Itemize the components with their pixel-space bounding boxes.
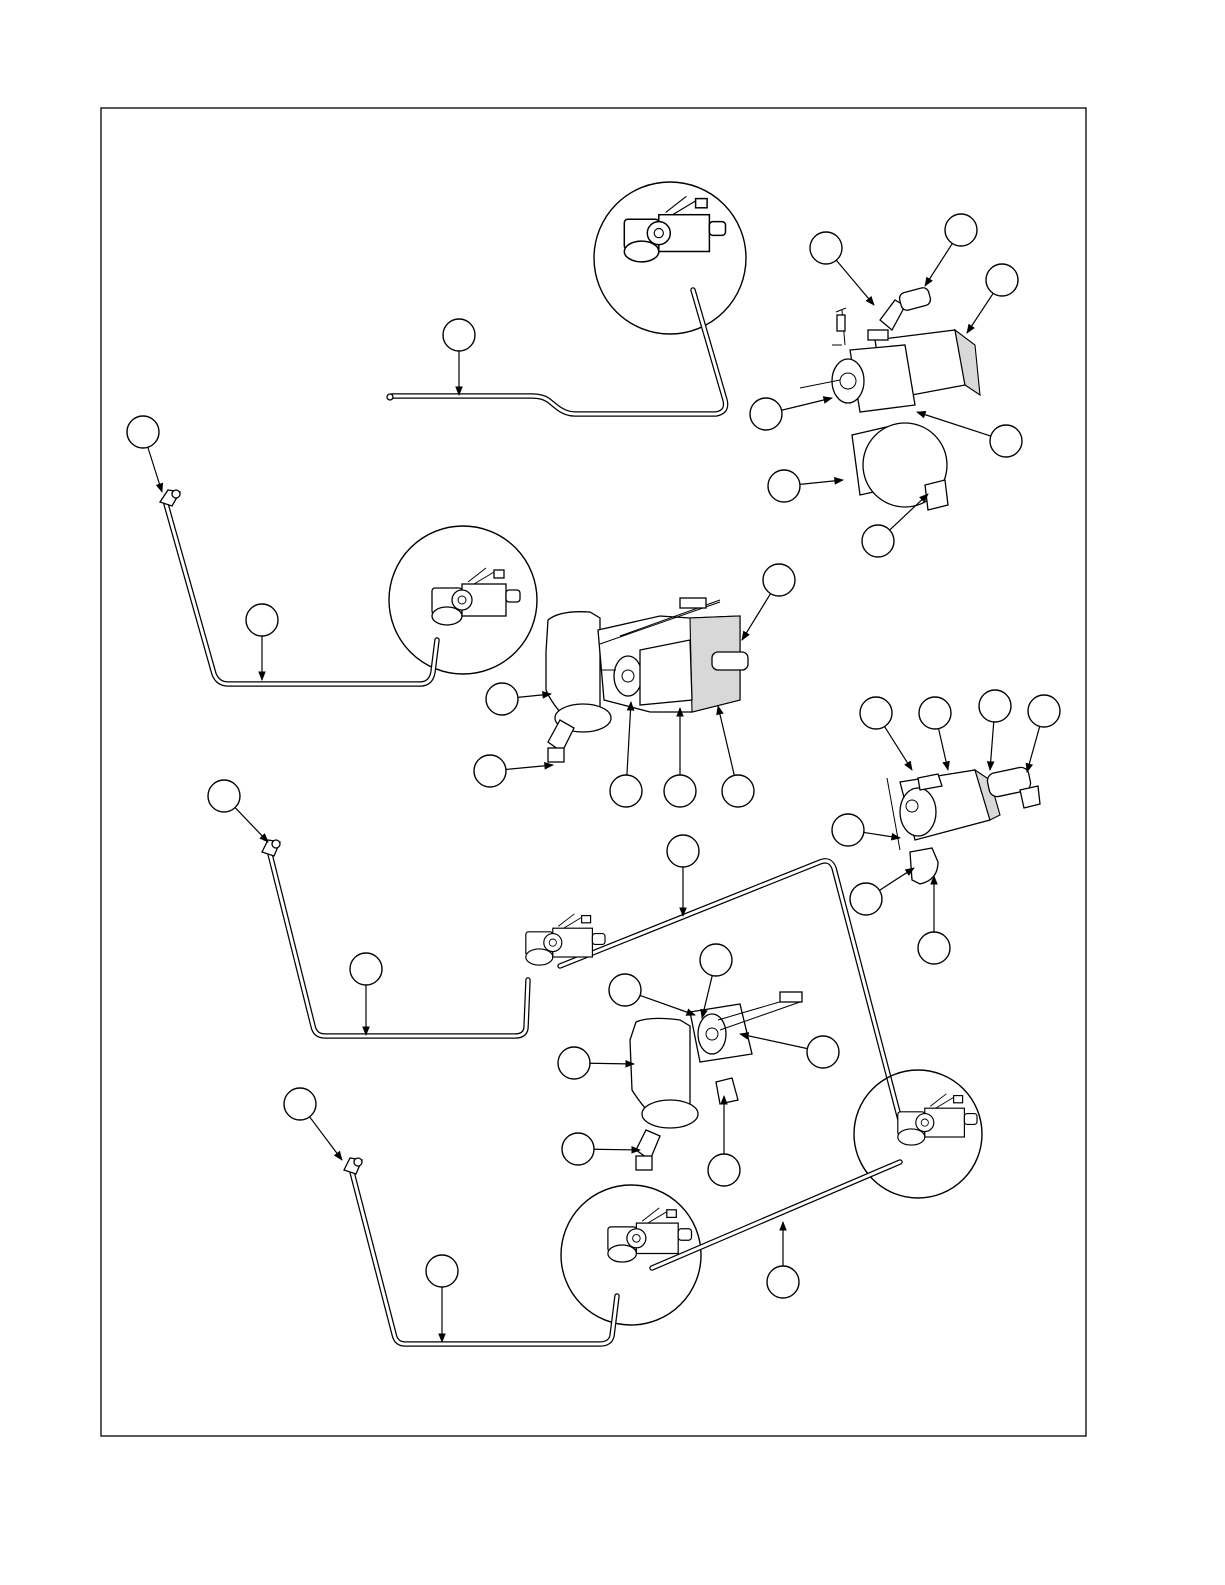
callout-leader-c14	[627, 702, 631, 775]
callout-balloon-c12	[486, 683, 518, 715]
valve-assembly-lower-middle	[630, 992, 802, 1170]
callout-balloon-c8	[768, 470, 800, 502]
callout-leader-c16	[718, 706, 734, 775]
callout-leader-c3	[925, 243, 952, 286]
callout-balloon-c9	[862, 525, 894, 557]
drawing-frame	[101, 108, 1086, 1436]
callout-balloon-c3	[945, 214, 977, 246]
callout-leader-c12	[518, 694, 551, 697]
callout-balloon-c7	[990, 425, 1022, 457]
valve-assembly-top-right	[800, 286, 980, 510]
callout-leader-c17	[235, 808, 268, 842]
callout-leader-c19	[939, 729, 948, 770]
callout-balloon-c17	[208, 780, 240, 812]
callout-balloon-c20	[979, 690, 1011, 722]
callout-balloon-c24	[850, 883, 882, 915]
callout-leader-c4	[836, 260, 874, 305]
callout-balloon-c4	[810, 232, 842, 264]
callout-leader-c5	[967, 293, 993, 333]
callout-balloon-c5	[986, 264, 1018, 296]
callout-balloon-c27	[700, 944, 732, 976]
callout-balloon-c35	[767, 1266, 799, 1298]
callout-leader-c11	[742, 594, 771, 640]
callout-balloon-c19	[919, 697, 951, 729]
callout-balloon-c15	[664, 775, 696, 807]
callout-leader-c24	[879, 868, 914, 890]
callout-balloon-c22	[832, 814, 864, 846]
callout-leader-c2	[148, 447, 162, 492]
callout-balloon-c16	[722, 775, 754, 807]
callout-leader-c6	[782, 398, 832, 410]
callout-leader-c28	[640, 995, 695, 1015]
callout-balloon-c30	[558, 1047, 590, 1079]
callout-balloon-c21	[1028, 695, 1060, 727]
callout-leader-c30	[590, 1063, 634, 1064]
valve-assembly-middle	[546, 598, 748, 762]
callout-balloon-c2	[127, 416, 159, 448]
callout-balloon-c11	[763, 564, 795, 596]
valve-assembly-right	[887, 766, 1040, 884]
callout-balloon-c6	[750, 398, 782, 430]
callout-balloon-c25	[918, 932, 950, 964]
callout-balloon-c31	[284, 1088, 316, 1120]
water-tube-top	[387, 290, 726, 414]
callout-leader-c18	[885, 727, 912, 770]
callout-leader-c21	[1027, 726, 1040, 772]
callout-leader-c22	[864, 832, 900, 838]
callout-balloon-c13	[474, 755, 506, 787]
water-tube-second	[160, 490, 437, 684]
callout-balloon-c10	[246, 604, 278, 636]
callout-leader-c8	[800, 480, 843, 484]
callout-balloon-c26	[350, 953, 382, 985]
callout-balloon-c23	[667, 835, 699, 867]
callout-leader-c32	[594, 1149, 640, 1150]
callout-balloon-c18	[860, 697, 892, 729]
callout-balloon-c1	[443, 319, 475, 351]
callout-leader-c13	[506, 765, 553, 769]
callout-balloon-c28	[609, 974, 641, 1006]
callout-balloon-c32	[562, 1133, 594, 1165]
callout-balloon-c34	[426, 1255, 458, 1287]
callout-balloon-c33	[708, 1154, 740, 1186]
callout-balloon-c29	[807, 1036, 839, 1068]
callout-balloon-c14	[610, 775, 642, 807]
callout-leader-c31	[310, 1117, 342, 1160]
detail-circle-top	[594, 182, 746, 334]
callout-leader-c20	[990, 722, 994, 770]
